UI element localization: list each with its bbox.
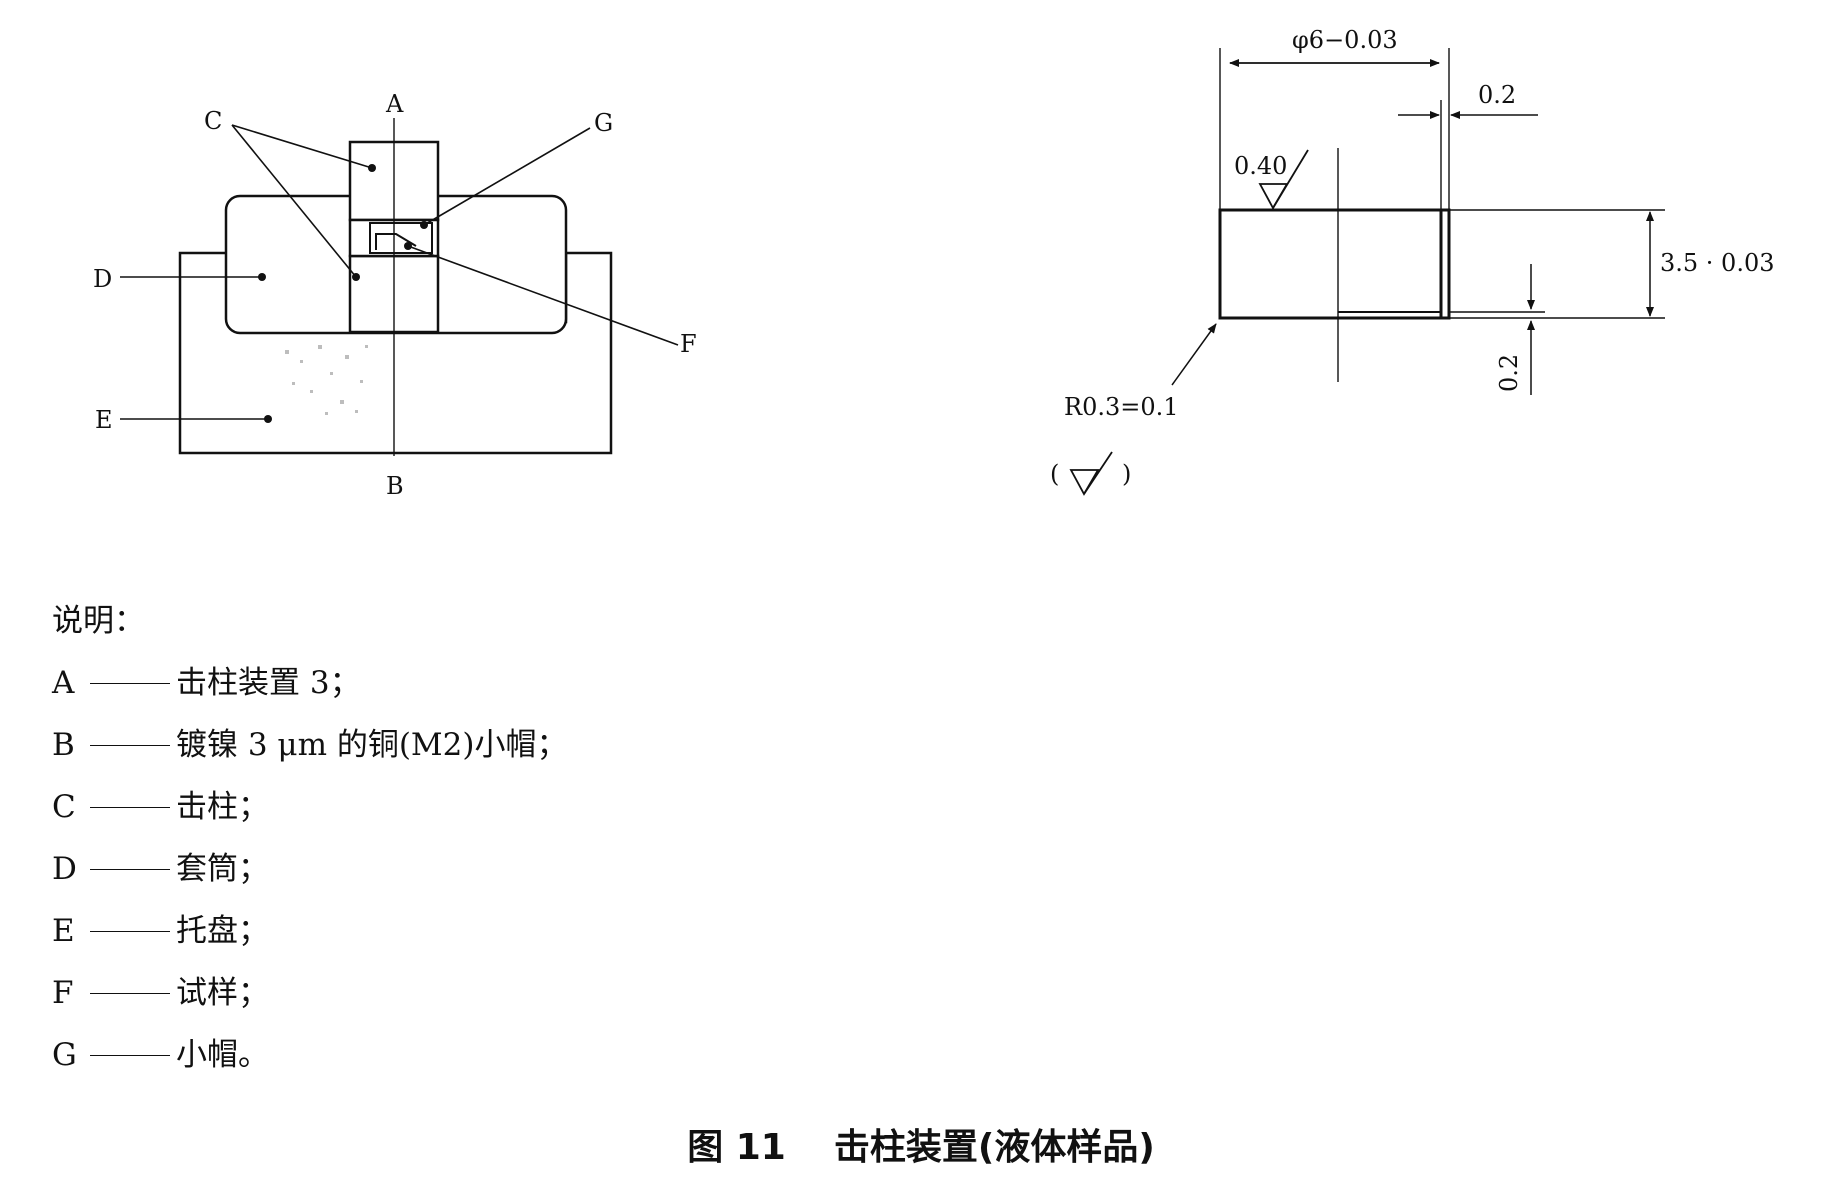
- legend-key: C: [52, 789, 76, 825]
- legend-key: A: [52, 665, 75, 701]
- label-F: F: [680, 330, 697, 358]
- dimension-lines: [1171, 59, 1654, 395]
- legend-item: E 托盘；: [52, 900, 567, 962]
- legend-key: G: [52, 1037, 77, 1073]
- dim-roughness: 0.40: [1234, 152, 1287, 180]
- label-A: A: [385, 90, 404, 118]
- legend-dash: [90, 992, 170, 994]
- dim-diameter: φ6−0.03: [1292, 26, 1398, 54]
- legend-item: B 镀镍 3 μm 的铜(M2)小帽；: [52, 714, 567, 776]
- impact-device-drawing: A B C D E F G: [93, 26, 1775, 500]
- legend-text: 镀镍 3 μm 的铜(M2)小帽；: [176, 727, 568, 763]
- cap-inner: [369, 222, 433, 254]
- legend-text: 击柱；: [176, 789, 269, 825]
- legend-text: 托盘；: [176, 913, 269, 949]
- cap-body: [1218, 208, 1451, 320]
- figure-caption: 图 11 击柱装置(液体样品): [0, 1118, 1842, 1170]
- legend: 说明： A 击柱装置 3； B 镀镍 3 μm 的铜(M2)小帽； C 击柱； …: [52, 590, 567, 1086]
- figure-title: 击柱装置(液体样品): [833, 1127, 1155, 1168]
- legend-text: 套筒；: [176, 851, 269, 887]
- label-C: C: [204, 107, 222, 135]
- legend-item: D 套筒；: [52, 838, 567, 900]
- legend-dash: [90, 806, 170, 808]
- legend-item: G 小帽。: [52, 1024, 567, 1086]
- assembly-view: [178, 118, 613, 456]
- label-G: G: [594, 109, 613, 137]
- label-B: B: [386, 472, 404, 500]
- label-D: D: [93, 265, 112, 293]
- leader-dots: [258, 164, 428, 423]
- legend-text: 试样；: [176, 975, 269, 1011]
- roughness-paren-open: (: [1050, 460, 1059, 488]
- leader-lines: [120, 124, 679, 420]
- legend-key: F: [52, 975, 74, 1011]
- cap-detail-view: [1218, 48, 1665, 382]
- legend-text: 小帽。: [176, 1037, 269, 1073]
- legend-text: 击柱装置 3；: [176, 665, 361, 701]
- legend-dash: [90, 744, 170, 746]
- label-E: E: [95, 406, 113, 434]
- dim-height: 3.5 · 0.03: [1660, 249, 1775, 277]
- legend-item: C 击柱；: [52, 776, 567, 838]
- tray-texture: [285, 345, 368, 415]
- roughness-paren-close: ): [1122, 460, 1131, 488]
- legend-key: E: [52, 913, 75, 949]
- legend-item: F 试样；: [52, 962, 567, 1024]
- legend-key: B: [52, 727, 75, 763]
- legend-dash: [90, 930, 170, 932]
- legend-key: D: [52, 851, 77, 887]
- dim-radius: R0.3=0.1: [1064, 393, 1179, 421]
- dim-step: 0.2: [1478, 81, 1516, 109]
- dim-bottom: 0.2: [1495, 354, 1523, 392]
- figure-number: 图 11: [687, 1127, 786, 1168]
- legend-item: A 击柱装置 3；: [52, 652, 567, 714]
- legend-dash: [90, 682, 170, 684]
- legend-title: 说明：: [52, 603, 145, 639]
- roughness-symbol: [1069, 149, 1309, 496]
- legend-dash: [90, 1054, 170, 1056]
- legend-dash: [90, 868, 170, 870]
- specimen-outline: [375, 233, 417, 250]
